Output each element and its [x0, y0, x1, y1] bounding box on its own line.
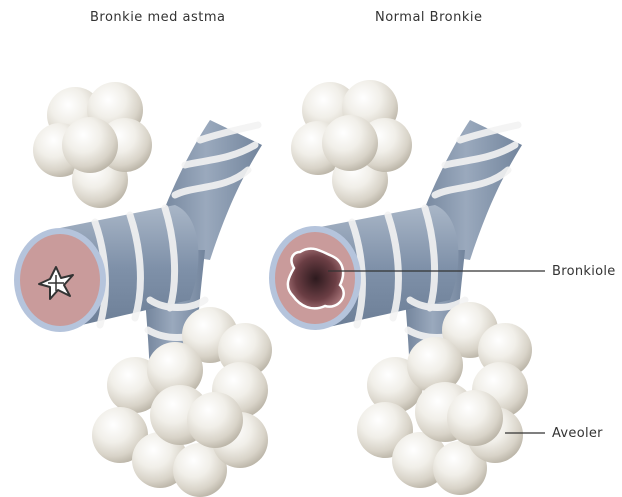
bronkiole-label: Bronkiole	[552, 264, 616, 279]
normal-bronchus	[269, 80, 532, 495]
aveoler-label: Aveoler	[552, 426, 603, 441]
asthma-bronchus	[14, 82, 272, 497]
open-lumen	[288, 249, 344, 309]
lower-alveoli-right	[357, 302, 532, 495]
upper-alveoli-left	[33, 82, 152, 208]
upper-alveoli-right	[291, 80, 412, 208]
